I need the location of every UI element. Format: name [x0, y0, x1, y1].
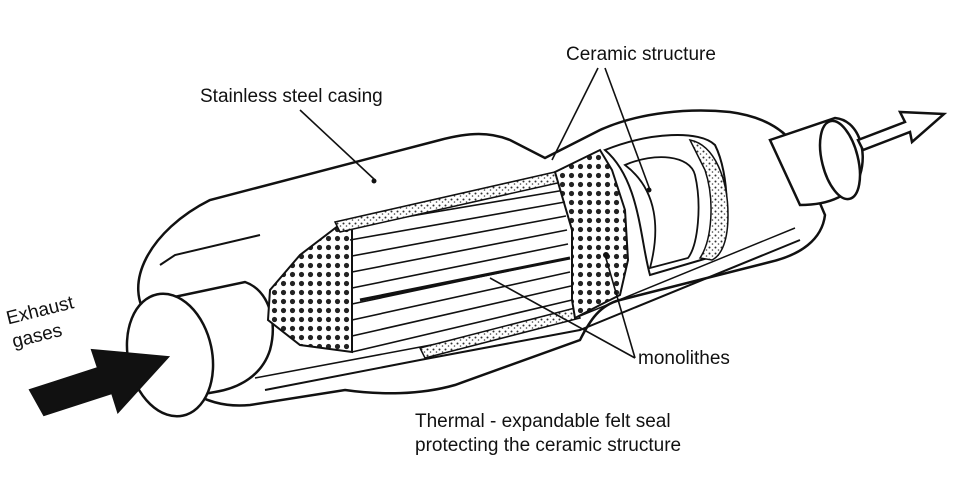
monolith-marker-dot — [603, 252, 609, 258]
label-stainless-steel-casing: Stainless steel casing — [200, 86, 383, 107]
ceramic-marker-dot — [646, 187, 652, 193]
felt-seal-bottom — [418, 307, 582, 359]
label-monolithes: monolithes — [638, 348, 730, 369]
label-seal-line2: protecting the ceramic structure — [415, 435, 682, 456]
outlet-pipe — [768, 116, 864, 207]
label-felt-seal: Thermal - expandable felt seal protectin… — [415, 410, 681, 458]
second-monolith-face — [553, 148, 630, 320]
casing-marker-dot — [371, 178, 377, 184]
label-ceramic-structure: Ceramic structure — [566, 44, 716, 65]
second-chamber-felt — [688, 138, 729, 261]
outlet-arrow — [856, 110, 948, 152]
honeycomb-front-face — [266, 225, 353, 354]
leader-lines — [299, 67, 651, 359]
label-seal-line1: Thermal - expandable felt seal — [415, 411, 671, 432]
inlet-arrow — [28, 348, 171, 417]
ceramic-cylinder — [623, 156, 700, 270]
